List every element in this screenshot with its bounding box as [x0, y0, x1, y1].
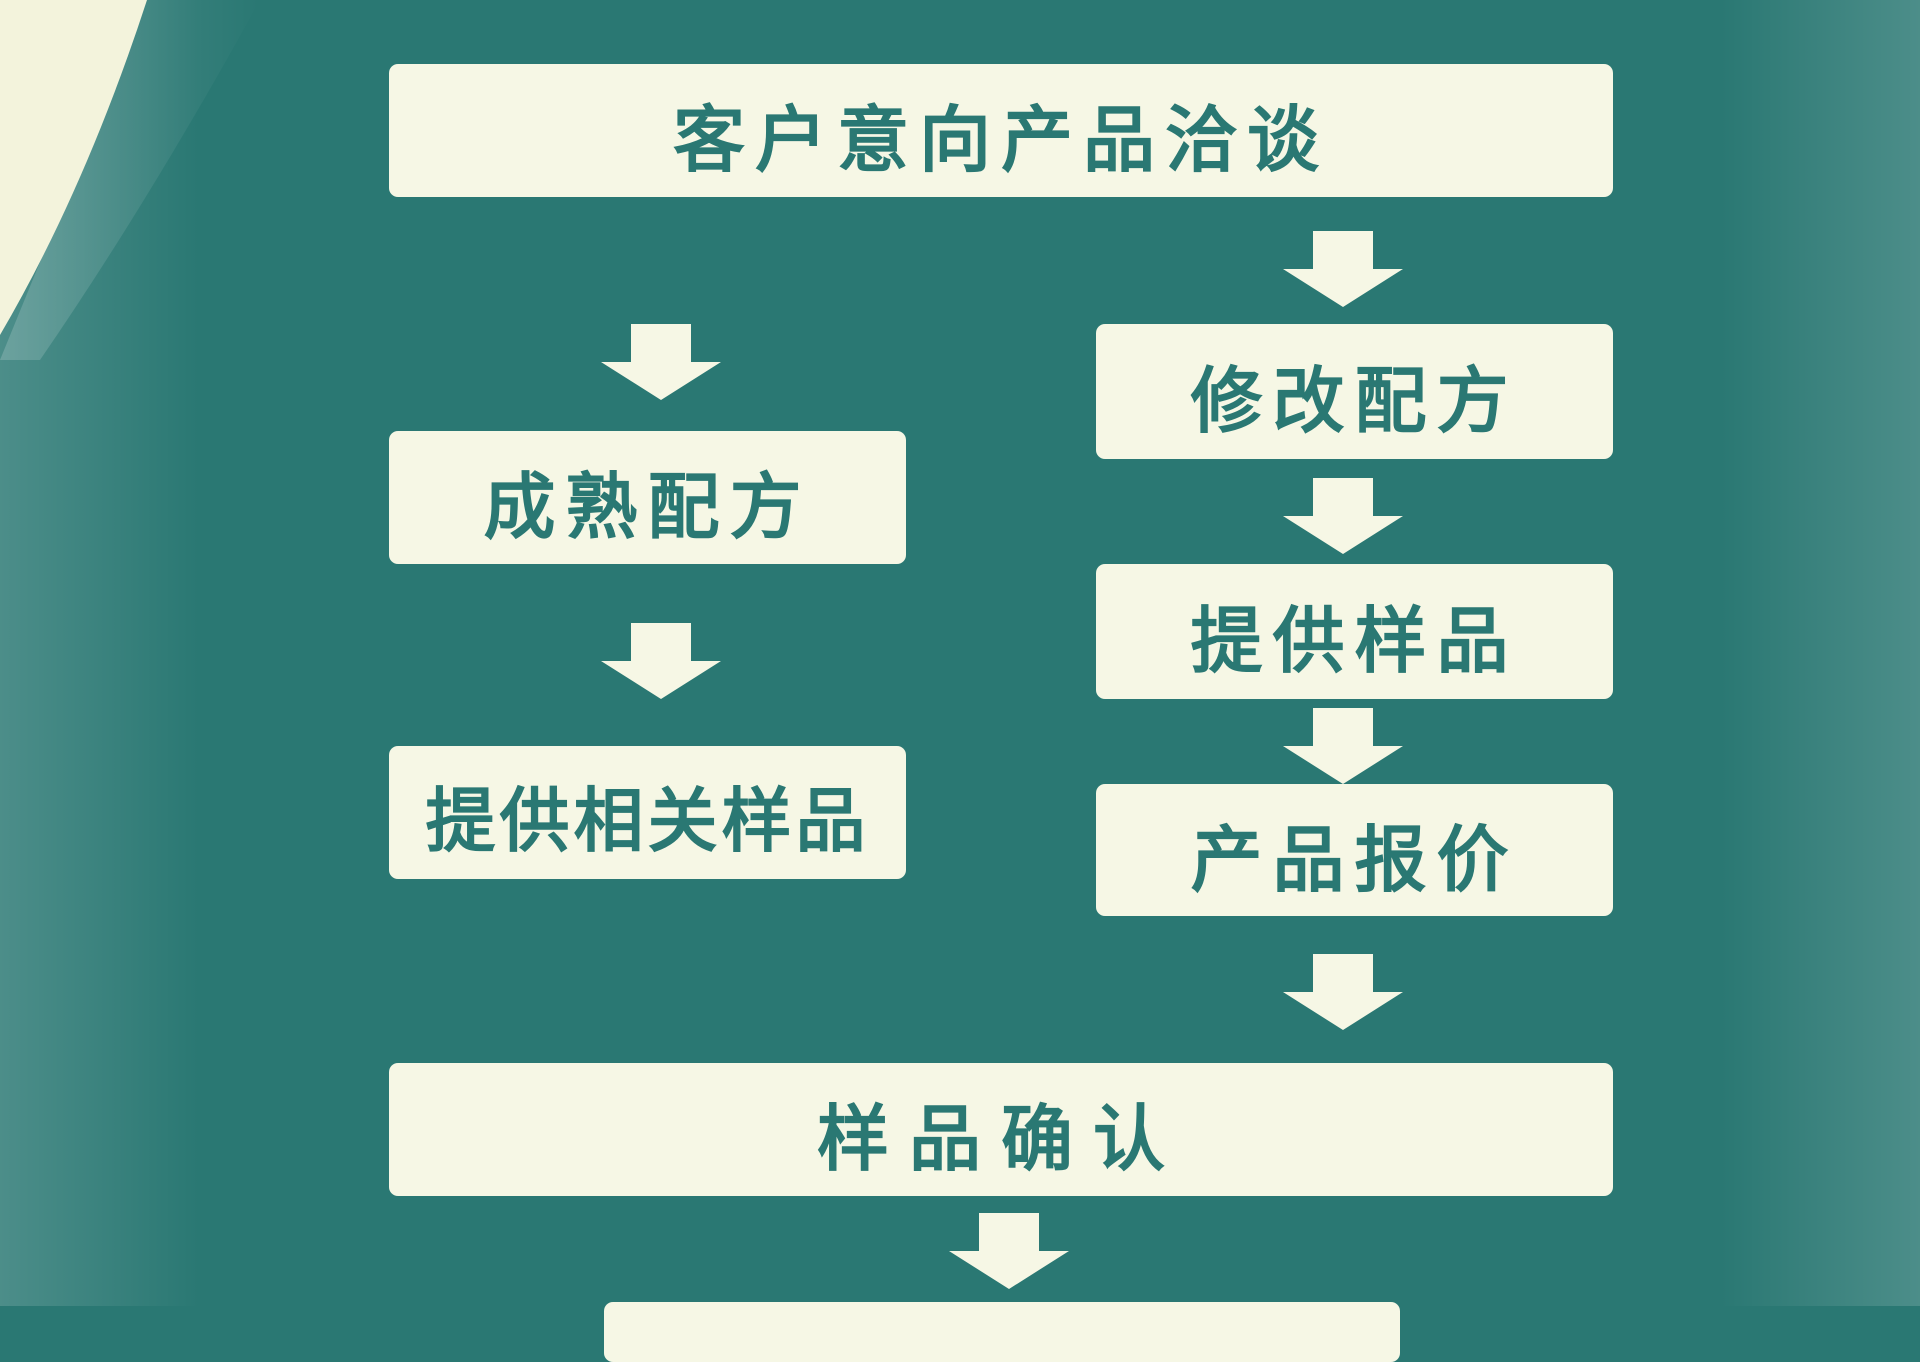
arrow-down-icon [601, 623, 721, 699]
arrow-down-icon [1283, 231, 1403, 307]
step-next-partial [604, 1302, 1400, 1362]
step-label: 修改配方 [1190, 359, 1519, 443]
arrow-down-icon [1283, 478, 1403, 554]
cream-curve-decoration [0, 0, 260, 360]
background-glow-right [1720, 0, 1920, 1306]
step-label: 提供样品 [1190, 599, 1519, 683]
step-mature-formula: 成熟配方 [389, 431, 906, 564]
step-label: 样品确认 [816, 1097, 1185, 1181]
step-negotiation: 客户意向产品洽谈 [389, 64, 1613, 197]
step-label: 产品报价 [1190, 817, 1519, 902]
step-label: 提供相关样品 [425, 780, 870, 862]
step-quotation: 产品报价 [1096, 784, 1613, 916]
arrow-down-icon [949, 1213, 1069, 1289]
step-related-samples: 提供相关样品 [389, 746, 906, 879]
step-provide-samples: 提供样品 [1096, 564, 1613, 699]
step-modify-formula: 修改配方 [1096, 324, 1613, 459]
arrow-down-icon [1283, 708, 1403, 784]
step-label: 客户意向产品洽谈 [672, 98, 1329, 182]
arrow-down-icon [1283, 954, 1403, 1030]
arrow-down-icon [601, 324, 721, 400]
step-label: 成熟配方 [483, 465, 812, 549]
step-sample-confirm: 样品确认 [389, 1063, 1613, 1196]
